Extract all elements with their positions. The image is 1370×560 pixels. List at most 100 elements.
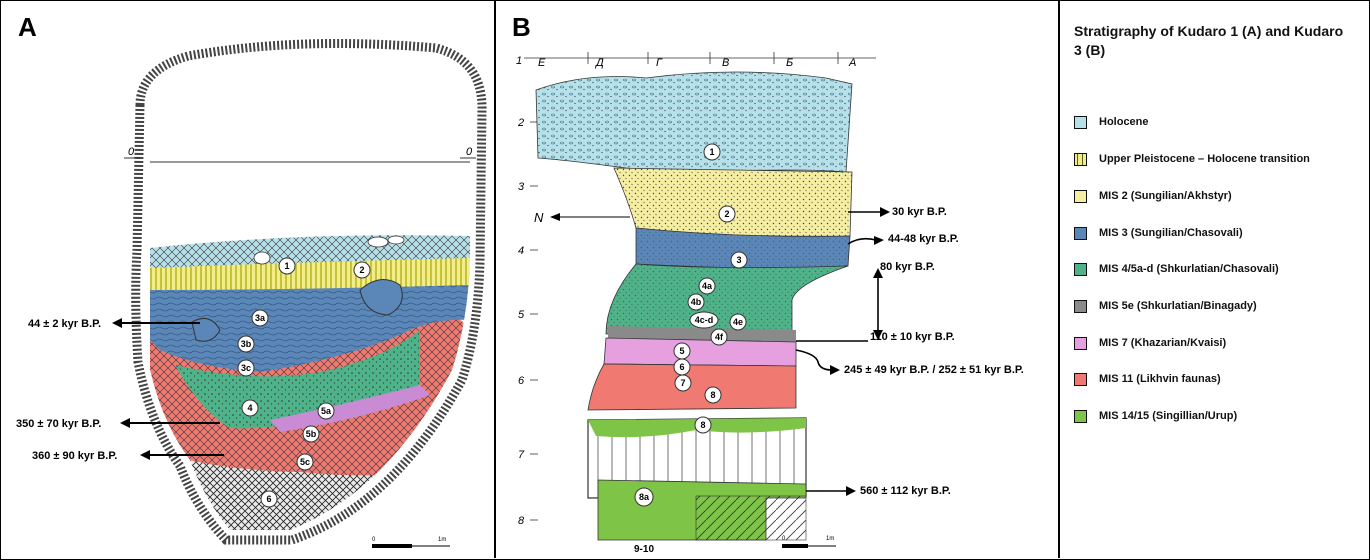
legend-label: Holocene: [1099, 116, 1149, 128]
layer-label-a-2: 2: [354, 262, 370, 278]
legend-label: MIS 11 (Likhvin faunas): [1099, 373, 1221, 385]
svg-text:7: 7: [680, 378, 685, 388]
svg-text:5c: 5c: [300, 457, 310, 467]
svg-text:8: 8: [518, 515, 525, 527]
svg-text:Б: Б: [786, 57, 793, 69]
legend-item: MIS 11 (Likhvin faunas): [1074, 370, 1221, 388]
legend-item: Holocene: [1074, 113, 1149, 131]
grid-column-letters: Е Д Г В Б А: [538, 57, 856, 69]
layer-label-b-4f: 4f: [711, 329, 727, 345]
date-b-80kyr: 80 kyr B.P.: [880, 261, 935, 273]
panel-a-zero-right: 0: [466, 146, 473, 158]
svg-text:4a: 4a: [702, 281, 713, 291]
svg-text:5: 5: [518, 309, 525, 321]
legend-swatch: [1074, 300, 1087, 313]
svg-text:4b: 4b: [691, 297, 702, 307]
svg-text:4: 4: [247, 403, 252, 413]
layer-label-a-5c: 5c: [297, 454, 313, 470]
svg-text:8: 8: [710, 390, 715, 400]
svg-text:5b: 5b: [306, 429, 317, 439]
layer-label-b-4e: 4e: [730, 314, 746, 330]
layer-label-b-8a: 8a: [635, 488, 653, 506]
layer-label-b-8-lower: 8: [695, 417, 711, 433]
layer-label-b-6: 6: [674, 359, 690, 375]
svg-text:2: 2: [359, 265, 364, 275]
svg-text:3: 3: [518, 181, 525, 193]
legend-label: MIS 5e (Shkurlatian/Binagady): [1099, 300, 1257, 312]
layer-label-a-6: 6: [261, 491, 277, 507]
panel-a-section-drawing: 0 0 1 2 3a 3b 3c 4 5a 5b 5c 6 0 1m: [0, 0, 494, 558]
north-label: N: [534, 210, 544, 225]
date-b-245-252kyr: 245 ± 49 kyr B.P. / 252 ± 51 kyr B.P.: [844, 364, 1024, 376]
panel-a-scale-unit: 1m: [438, 537, 446, 543]
legend-label: MIS 14/15 (Singillian/Urup): [1099, 410, 1237, 422]
legend-swatch: [1074, 373, 1087, 386]
layer-label-a-5a: 5a: [318, 403, 334, 419]
svg-text:1: 1: [284, 261, 289, 271]
svg-text:3a: 3a: [255, 313, 266, 323]
date-a-360kyr: 360 ± 90 kyr B.P.: [32, 450, 117, 462]
legend-item: MIS 7 (Khazarian/Kvaisi): [1074, 334, 1226, 352]
legend-item: Upper Pleistocene – Holocene transition: [1074, 150, 1310, 168]
panel-b-scale-unit: 1m: [826, 536, 834, 542]
svg-text:1: 1: [709, 147, 714, 157]
legend-swatch: [1074, 153, 1087, 166]
layer-label-b-4a: 4a: [699, 278, 715, 294]
date-b-30kyr: 30 kyr B.P.: [892, 206, 947, 218]
legend-item: MIS 3 (Sungilian/Chasovali): [1074, 224, 1243, 242]
legend-item: MIS 5e (Shkurlatian/Binagady): [1074, 297, 1257, 315]
date-a-44kyr: 44 ± 2 kyr B.P.: [28, 318, 101, 330]
svg-text:4e: 4e: [733, 317, 743, 327]
panel-a-scale-zero: 0: [372, 537, 376, 543]
legend-label: MIS 4/5a-d (Shkurlatian/Chasovali): [1099, 263, 1279, 275]
svg-text:Г: Г: [656, 57, 663, 69]
svg-text:6: 6: [679, 362, 684, 372]
svg-text:А: А: [848, 57, 856, 69]
legend-swatch: [1074, 227, 1087, 240]
svg-text:3c: 3c: [241, 363, 251, 373]
svg-text:5: 5: [679, 346, 684, 356]
legend-swatch: [1074, 190, 1087, 203]
svg-text:6: 6: [266, 494, 271, 504]
svg-text:Д: Д: [594, 57, 604, 69]
date-a-350kyr: 350 ± 70 kyr B.P.: [16, 418, 101, 430]
panel-b-kudaro-3: B Е Д Г В Б А: [496, 0, 1060, 558]
layer-label-a-4: 4: [242, 400, 258, 416]
legend-swatch: [1074, 410, 1087, 423]
date-b-560kyr: 560 ± 112 kyr B.P.: [860, 485, 951, 497]
legend-swatch: [1074, 116, 1087, 129]
svg-text:5a: 5a: [321, 406, 332, 416]
depth-scale: 1 2 3 4 5 6 7 8: [516, 55, 525, 527]
panel-b-section-drawing: Е Д Г В Б А 1 2 3 4 5 6 7 8: [496, 0, 1058, 558]
svg-text:3b: 3b: [241, 339, 252, 349]
svg-text:6: 6: [518, 375, 525, 387]
legend-item: MIS 2 (Sungilian/Akhstyr): [1074, 187, 1232, 205]
svg-text:2: 2: [517, 117, 524, 129]
layer-label-b-4b: 4b: [688, 294, 704, 310]
layer-label-a-1: 1: [279, 258, 295, 274]
legend-label: MIS 2 (Sungilian/Akhstyr): [1099, 190, 1232, 202]
svg-text:8a: 8a: [639, 492, 650, 502]
layer-label-b-4c-d: 4c-d: [690, 312, 718, 328]
svg-text:1: 1: [516, 55, 522, 67]
layer-label-a-3c: 3c: [238, 360, 254, 376]
legend-label: Upper Pleistocene – Holocene transition: [1099, 153, 1310, 165]
legend-label: MIS 3 (Sungilian/Chasovali): [1099, 227, 1243, 239]
date-b-110kyr: 110 ± 10 kyr B.P.: [870, 331, 955, 343]
layer-label-a-3a: 3a: [252, 310, 268, 326]
svg-text:8: 8: [700, 420, 705, 430]
panel-a-kudaro-1: A: [0, 0, 496, 558]
svg-text:2: 2: [724, 209, 729, 219]
legend-swatch: [1074, 263, 1087, 276]
layer-label-b-9-10: 9-10: [634, 544, 654, 555]
legend-panel: Stratigraphy of Kudaro 1 (A) and Kudaro …: [1060, 0, 1368, 558]
svg-text:В: В: [722, 57, 729, 69]
layer-label-b-8: 8: [705, 387, 721, 403]
layer-label-b-1: 1: [704, 144, 720, 160]
layer-label-b-7: 7: [675, 375, 691, 391]
svg-text:3: 3: [736, 255, 741, 265]
panel-a-zero-left: 0: [128, 146, 135, 158]
svg-text:4: 4: [518, 245, 524, 257]
legend-item: MIS 4/5a-d (Shkurlatian/Chasovali): [1074, 260, 1279, 278]
date-b-44-48kyr: 44-48 kyr B.P.: [888, 233, 959, 245]
